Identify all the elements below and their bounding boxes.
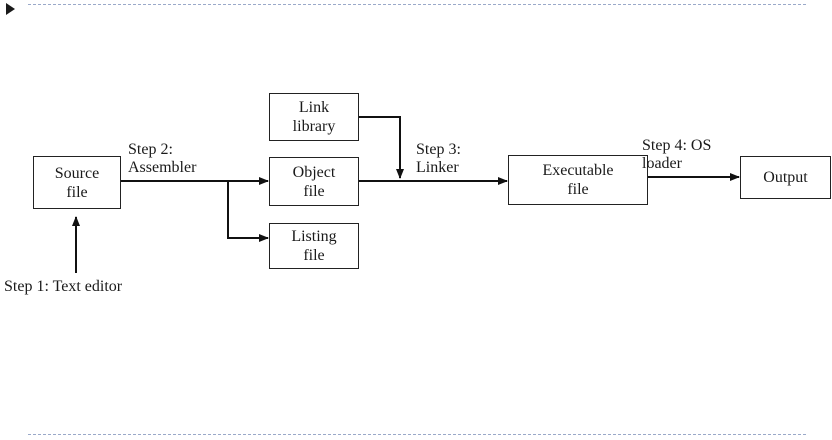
listing-file-box: Listing file — [269, 223, 359, 269]
executable-file-line-1: Executable — [542, 162, 614, 179]
listing-file-line-2: file — [303, 247, 325, 264]
link-library-line-1: Link — [298, 99, 330, 116]
object-file-box: Object file — [269, 157, 359, 206]
step-2-label: Step 2: Assembler — [128, 141, 196, 177]
step-1-text: Step 1: Text editor — [4, 278, 123, 295]
step-2-line-2: Assembler — [128, 159, 197, 176]
top-dashed-rule — [28, 4, 806, 5]
step-4-line-1: Step 4: OS — [642, 137, 712, 154]
arrow-to-listing-file — [227, 181, 269, 242]
source-file-line-2: file — [66, 183, 88, 201]
step-1-label: Step 1: Text editor — [4, 278, 122, 296]
listing-file-line-1: Listing — [291, 228, 337, 245]
step-3-line-2: Linker — [416, 159, 459, 176]
bottom-dashed-rule — [28, 434, 806, 435]
link-library-line-2: library — [292, 118, 336, 135]
step-2-line-1: Step 2: — [128, 141, 173, 158]
executable-file-box: Executable file — [508, 155, 648, 205]
step-4-label: Step 4: OS loader — [642, 137, 711, 173]
arrow-link-library-to-linker — [359, 116, 404, 179]
source-file-box: Source file — [33, 156, 121, 209]
output-box: Output — [740, 156, 831, 199]
slide-bullet-icon — [6, 3, 15, 15]
executable-file-line-2: file — [567, 181, 589, 198]
step-3-label: Step 3: Linker — [416, 141, 461, 177]
step-4-line-2: loader — [642, 155, 682, 172]
object-file-line-2: file — [303, 182, 325, 200]
link-library-box: Link library — [269, 93, 359, 141]
source-file-line-1: Source — [54, 164, 100, 182]
object-file-line-1: Object — [292, 163, 336, 181]
step-3-line-1: Step 3: — [416, 141, 461, 158]
output-label: Output — [763, 169, 808, 186]
